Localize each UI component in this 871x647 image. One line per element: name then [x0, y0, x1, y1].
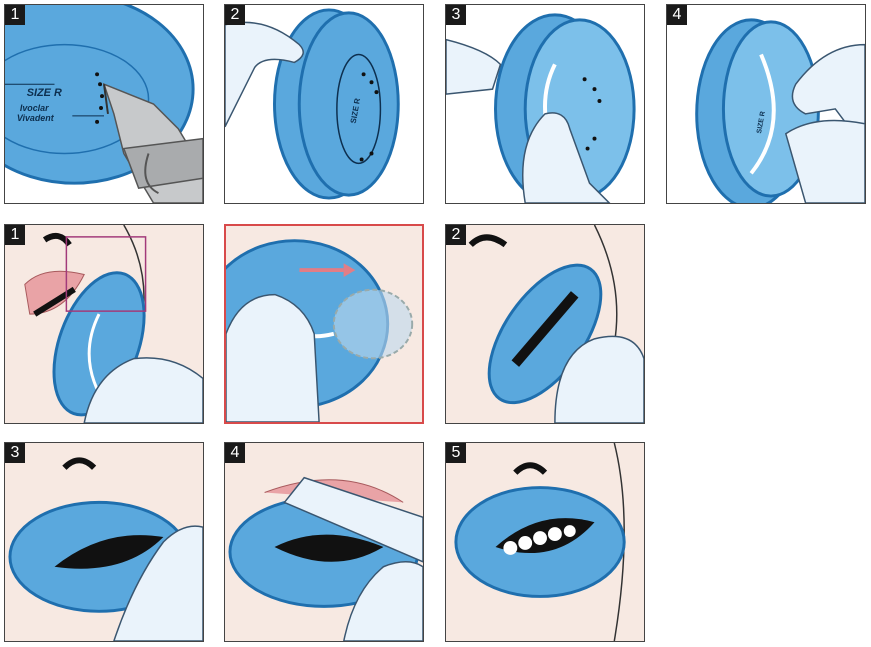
step-badge: 1 [5, 225, 25, 245]
shield-brand-line2: Vivadent [17, 113, 55, 123]
panel-insert-step-3: 3 [4, 442, 204, 642]
shield-size-label: SIZE R [756, 111, 767, 134]
step-badge: 3 [5, 443, 25, 463]
panel-detail-zoom [224, 224, 424, 424]
illustration-position-shield [446, 225, 644, 423]
shield-size-label: SIZE R [349, 97, 362, 124]
step-badge: 2 [446, 225, 466, 245]
panel-insert-step-1: 1 [4, 224, 204, 424]
illustration-fold [446, 13, 636, 203]
panel-step-2-hold: 2 SIZE R [224, 4, 424, 204]
panel-insert-step-5: 5 [445, 442, 645, 642]
shield-size-label: SIZE R [27, 87, 62, 99]
step-badge: 3 [446, 5, 466, 25]
panel-step-3-fold: 3 [445, 4, 645, 204]
panel-insert-step-2: 2 [445, 224, 645, 424]
illustration-insert-lip [5, 225, 203, 423]
illustration-tuck-upper [225, 443, 423, 641]
illustration-tuck-lower [5, 443, 203, 641]
panel-step-4-fold-inner: 4 SIZE R [666, 4, 866, 204]
step-badge: 4 [225, 443, 245, 463]
step-badge: 1 [5, 5, 25, 25]
panel-insert-step-4: 4 [224, 442, 424, 642]
step-badge: 4 [667, 5, 687, 25]
illustration-shield-in-place [446, 443, 644, 641]
step-badge: 2 [225, 5, 245, 25]
illustration-fold-inner: SIZE R [695, 18, 865, 203]
panel-step-1-punch: 1 SIZE R Ivoclar Vivadent [4, 4, 204, 204]
step-badge: 5 [446, 443, 466, 463]
illustration-detail-zoom [226, 226, 422, 422]
shield-brand-line1: Ivoclar [20, 103, 49, 113]
illustration-punch: SIZE R Ivoclar Vivadent [5, 5, 203, 203]
illustration-hold: SIZE R [225, 8, 400, 200]
